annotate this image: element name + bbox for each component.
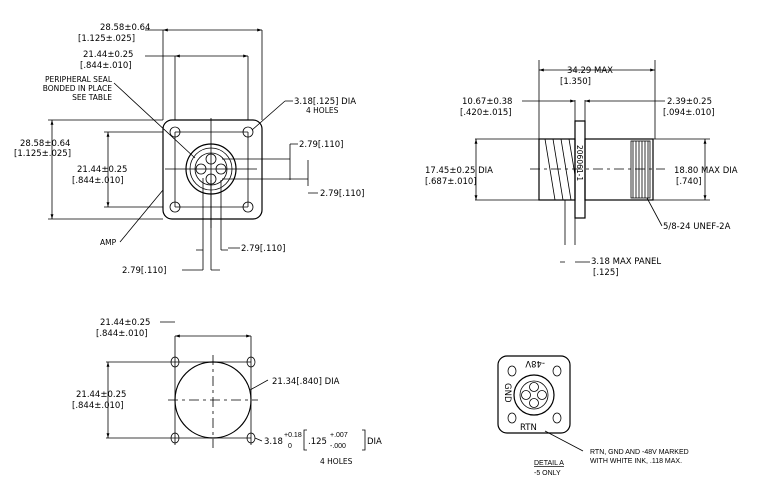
hole-note: 3.18[.125] DIA — [294, 97, 356, 107]
pin-spacing-dim: 2.79[.110] — [241, 244, 285, 254]
seal-note: BONDED IN PLACE — [43, 84, 113, 93]
front-diameter-dim: 18.80 MAX DIA — [674, 166, 738, 176]
cutout-hole-spacing-h: 21.44±0.25 — [100, 318, 150, 328]
hole-note: 4 HOLES — [306, 106, 339, 115]
overall-width-dim-in: [1.125±.025] — [78, 34, 135, 44]
svg-text:3.18: 3.18 — [264, 437, 283, 447]
cutout-hole-spacing-h-in: [.844±.010] — [96, 329, 148, 339]
svg-text:+0.18: +0.18 — [284, 432, 302, 439]
thread-spec: 5/8-24 UNEF-2A — [663, 222, 731, 232]
panel-thickness-dim: 3.18 MAX PANEL — [591, 257, 661, 267]
hole-spacing-v-dim-in: [.844±.010] — [72, 176, 124, 186]
flange-thickness-dim-in: [.094±.010] — [663, 108, 715, 118]
mounting-holes — [169, 126, 254, 213]
front-diameter-dim-in: [.740] — [676, 177, 702, 187]
svg-text:0: 0 — [288, 443, 292, 450]
hole-spacing-h-dim: 21.44±0.25 — [83, 50, 133, 60]
part-number: 206061-1 — [575, 145, 584, 181]
svg-text:DIA: DIA — [367, 437, 382, 447]
marking-note: WITH WHITE INK, .118 MAX. — [590, 458, 682, 465]
svg-text:+.007: +.007 — [330, 432, 348, 439]
side-view: 34.29 MAX [1.350] 10.67±0.38 [.420±.015]… — [425, 60, 738, 278]
cutout-diameter: 21.34[.840] DIA — [272, 377, 340, 387]
rear-length-dim: 10.67±0.38 — [462, 97, 512, 107]
marking-48v: -48V — [525, 358, 545, 368]
overall-length-dim-in: [1.350] — [560, 77, 591, 87]
pin-spacing-dim: 2.79[.110] — [122, 266, 166, 276]
rear-diameter-dim: 17.45±0.25 DIA — [425, 166, 493, 176]
detail-title: DETAIL A — [534, 460, 564, 467]
overall-width-dim: 28.58±0.64 — [100, 23, 150, 33]
marking-rtn: RTN — [520, 423, 537, 433]
rear-diameter-dim-in: [.687±.010] — [425, 177, 477, 187]
svg-text:.125: .125 — [308, 437, 327, 447]
hole-spacing-v-dim: 21.44±0.25 — [77, 165, 127, 175]
detail-connector — [513, 374, 555, 416]
amp-label: AMP — [100, 238, 117, 247]
overall-length-dim: 34.29 MAX — [567, 66, 613, 76]
front-shell — [584, 138, 654, 201]
detail-a: -48V GND RTN RTN, GND AND -48V MARKED WI… — [497, 355, 689, 477]
cutout-hole-spacing-v: 21.44±0.25 — [76, 390, 126, 400]
flange-thickness-dim: 2.39±0.25 — [667, 97, 712, 107]
seal-note: PERIPHERAL SEAL — [45, 75, 113, 84]
overall-height-dim-in: [1.125±.025] — [14, 149, 71, 159]
detail-subtitle: -5 ONLY — [534, 470, 561, 477]
svg-text:4 HOLES: 4 HOLES — [320, 457, 353, 466]
pin-spacing-dim: 2.79[.110] — [299, 140, 343, 150]
rear-length-dim-in: [.420±.015] — [460, 108, 512, 118]
detail-flange — [497, 355, 571, 434]
front-view: 28.58±0.64 [1.125±.025] 21.44±0.25 [.844… — [14, 23, 364, 276]
cutout-hole-spacing-v-in: [.844±.010] — [72, 401, 124, 411]
hole-spacing-h-dim-in: [.844±.010] — [80, 61, 132, 71]
hole-diameter-tolerance: 3.18 +0.18 0 .125 +.007 -.000 DIA 4 HOLE… — [264, 429, 382, 466]
thread — [630, 140, 651, 199]
flange-outline — [162, 119, 263, 220]
panel-cutout-view: 21.44±0.25 [.844±.010] 21.44±0.25 [.844±… — [72, 318, 382, 466]
overall-height-dim: 28.58±0.64 — [20, 139, 70, 149]
seal-note: SEE TABLE — [72, 93, 112, 102]
svg-text:-.000: -.000 — [330, 443, 346, 450]
pin-spacing-dim: 2.79[.110] — [320, 189, 364, 199]
marking-gnd: GND — [502, 383, 512, 403]
panel-thickness-dim-in: [.125] — [593, 268, 619, 278]
marking-note: RTN, GND AND -48V MARKED — [590, 449, 689, 456]
